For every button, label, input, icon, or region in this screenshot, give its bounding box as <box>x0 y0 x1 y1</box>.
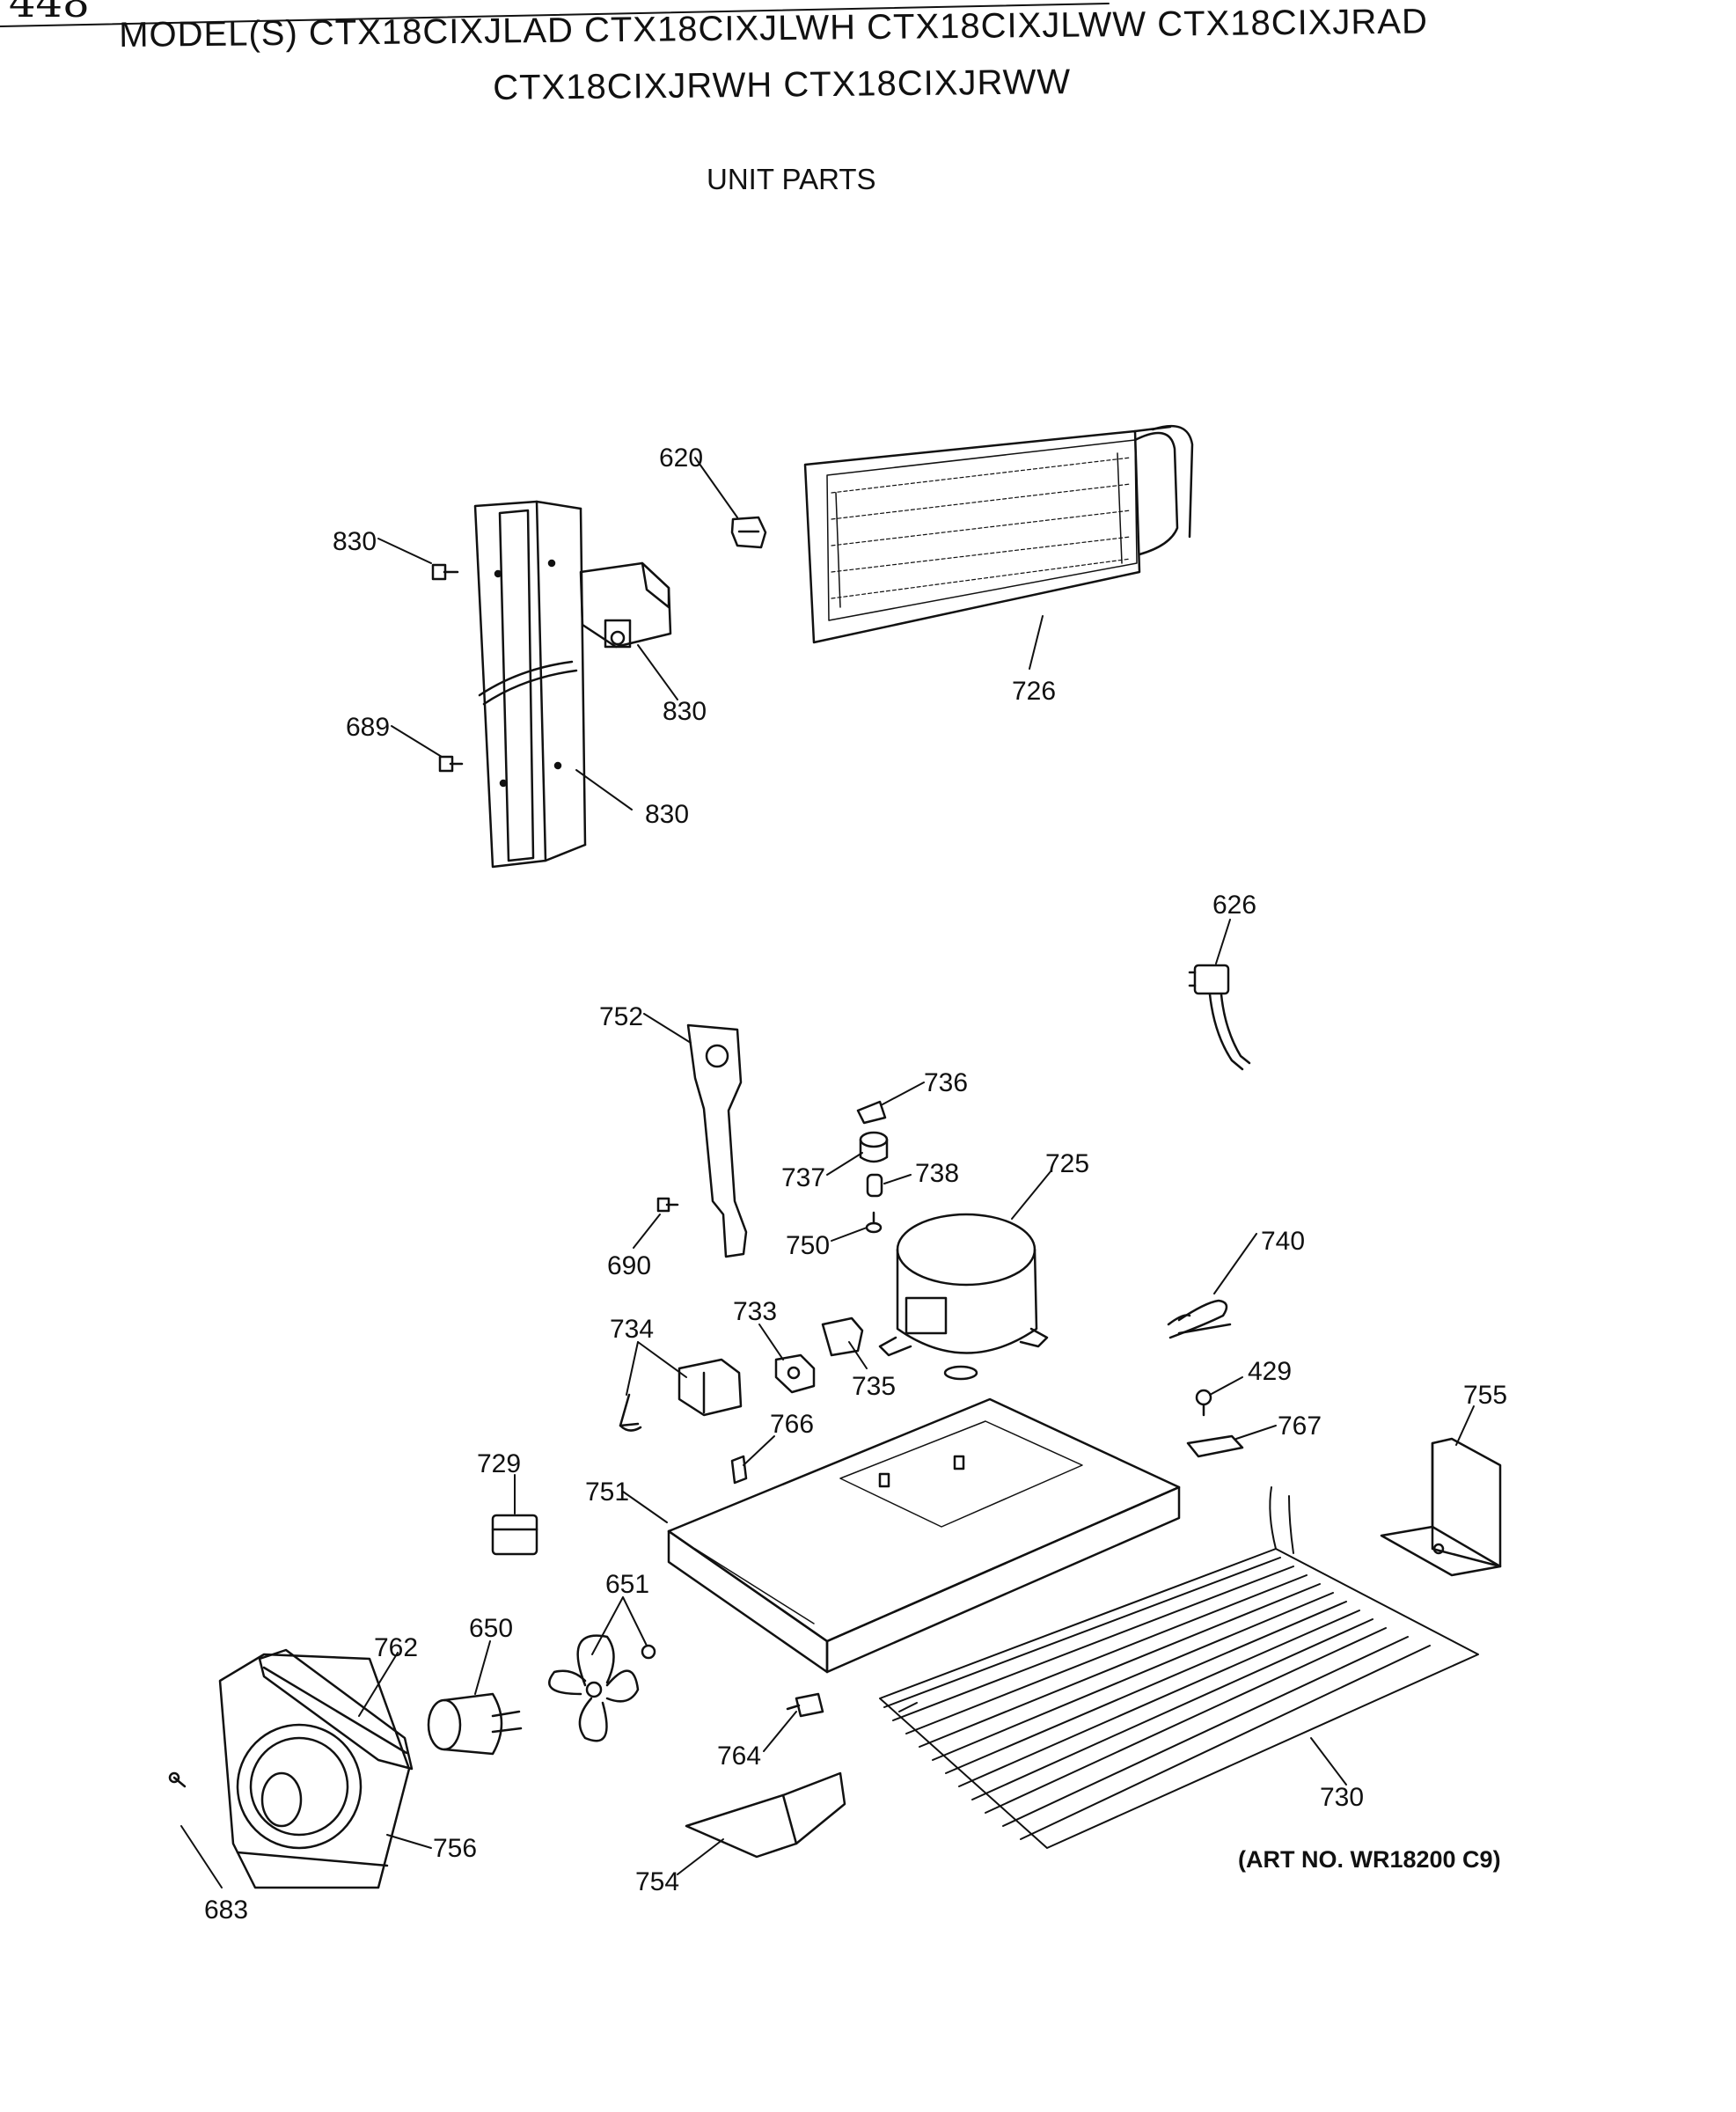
clip-736 <box>856 1100 887 1125</box>
clip-767 <box>1186 1434 1244 1458</box>
callout-650: 650 <box>469 1614 513 1643</box>
stud-750 <box>865 1211 883 1234</box>
header-rule <box>0 3 1110 27</box>
art-number: (ART NO. WR18200 C9) <box>1238 1846 1501 1873</box>
overload-734 <box>619 1358 743 1432</box>
nut-651 <box>641 1644 656 1660</box>
callout-734: 734 <box>610 1315 654 1344</box>
screw-429 <box>1195 1389 1212 1417</box>
clip-620 <box>730 516 767 549</box>
callout-736: 736 <box>924 1068 968 1097</box>
callout-737: 737 <box>781 1163 825 1192</box>
callout-767: 767 <box>1278 1412 1322 1441</box>
callout-626: 626 <box>1212 891 1256 920</box>
condenser-730 <box>879 1486 1479 1849</box>
callout-766: 766 <box>770 1410 814 1439</box>
fan-motor-650 <box>427 1692 523 1756</box>
callout-750: 750 <box>786 1231 830 1260</box>
callout-683: 683 <box>204 1896 248 1925</box>
callout-735: 735 <box>852 1372 896 1401</box>
power-cord-626 <box>1188 964 1251 1071</box>
fan-blade-651 <box>548 1634 640 1742</box>
drain-tray-754 <box>685 1771 846 1859</box>
callout-752: 752 <box>599 1002 643 1031</box>
callout-429: 429 <box>1248 1357 1292 1386</box>
screw-689 <box>438 755 464 773</box>
leader-lines <box>180 457 1475 1888</box>
callout-756: 756 <box>433 1834 477 1863</box>
screw-830 <box>431 563 459 581</box>
channel-bracket-830 <box>473 500 587 869</box>
grommet-737 <box>859 1131 889 1163</box>
callout-830-control-box: 830 <box>663 697 707 726</box>
shroud-seal-762 <box>258 1648 414 1771</box>
screw-690 <box>656 1197 679 1213</box>
callout-620: 620 <box>659 444 703 473</box>
callout-726: 726 <box>1012 677 1056 706</box>
handwritten-page-number: 448 <box>9 0 90 27</box>
cover-735 <box>821 1316 864 1357</box>
callout-729: 729 <box>477 1449 521 1478</box>
callout-755: 755 <box>1463 1381 1507 1410</box>
wire-clip-740 <box>1167 1299 1232 1339</box>
callout-754: 754 <box>635 1867 679 1896</box>
clip-764 <box>786 1692 824 1718</box>
compressor-725 <box>878 1213 1049 1381</box>
relay-733 <box>774 1353 816 1394</box>
evaporator-726 <box>803 424 1194 644</box>
callout-830-channel: 830 <box>645 800 689 829</box>
bracket-752 <box>686 1023 748 1258</box>
callout-740: 740 <box>1261 1227 1305 1256</box>
callout-733: 733 <box>733 1297 777 1326</box>
callout-762: 762 <box>374 1633 418 1662</box>
callout-764: 764 <box>717 1742 761 1771</box>
bracket-755 <box>1380 1437 1502 1577</box>
screw-683 <box>168 1771 187 1788</box>
callout-689: 689 <box>346 713 390 742</box>
start-relay-729 <box>491 1514 538 1556</box>
callout-830-screw: 830 <box>333 527 377 556</box>
callout-738: 738 <box>915 1159 959 1188</box>
callout-751: 751 <box>585 1478 629 1507</box>
callout-690: 690 <box>607 1251 651 1280</box>
sleeve-738 <box>866 1173 883 1198</box>
base-pan-751 <box>667 1397 1181 1674</box>
callout-725: 725 <box>1045 1149 1089 1178</box>
section-title: UNIT PARTS <box>707 163 876 195</box>
callout-651: 651 <box>605 1570 649 1599</box>
fan-shroud-756 <box>218 1653 411 1889</box>
callout-730: 730 <box>1320 1783 1364 1812</box>
clip-766 <box>730 1455 748 1485</box>
control-box-830 <box>579 561 672 649</box>
